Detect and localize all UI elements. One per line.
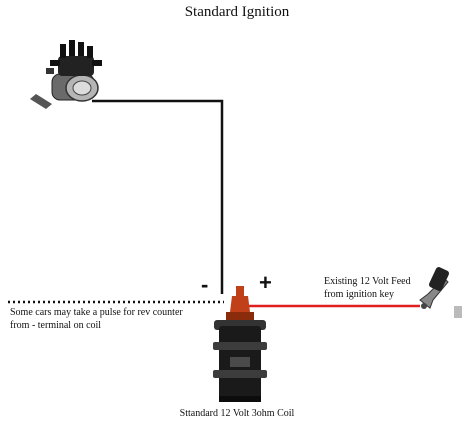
- feed-label-line2: from ignition key: [324, 289, 394, 300]
- pulse-note-line1: Some cars may take a pulse for rev count…: [10, 307, 183, 318]
- ignition-coil-icon: [213, 286, 267, 402]
- ignition-key-connector-icon: [419, 267, 462, 318]
- negative-terminal-label: -: [201, 272, 209, 297]
- positive-terminal-label: +: [259, 270, 272, 295]
- pulse-note-line2: from - terminal on coil: [10, 320, 102, 331]
- coil-caption: Sttandard 12 Volt 3ohm Coil: [179, 408, 295, 419]
- diagram-title: Standard Ignition: [184, 4, 290, 20]
- feed-label-line1: Existing 12 Volt Feed: [324, 276, 411, 287]
- distributor-to-coil-wire: [92, 99, 224, 294]
- distributor-icon: [30, 40, 102, 109]
